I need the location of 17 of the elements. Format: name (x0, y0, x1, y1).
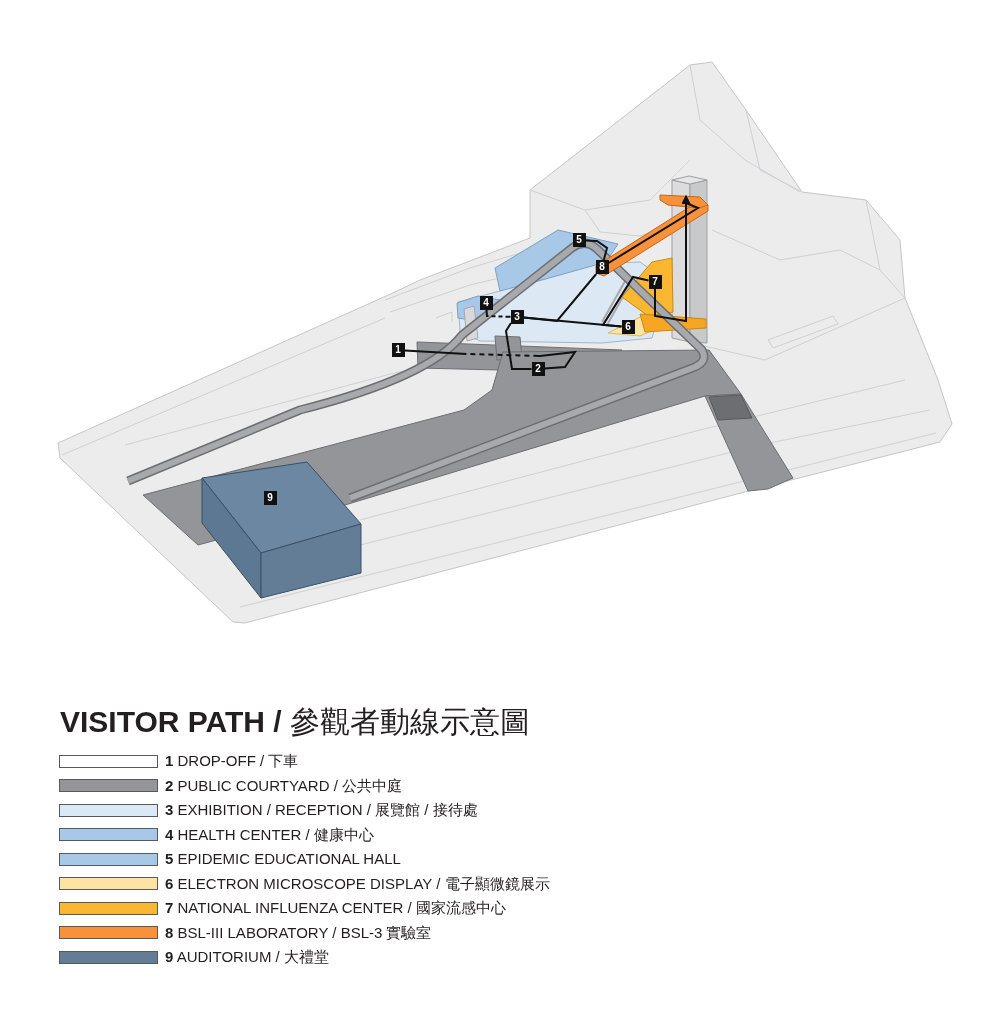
route-line (485, 309, 512, 318)
legend-label: 1 DROP-OFF / 下車 (165, 752, 299, 770)
route-line (522, 273, 598, 323)
route-line (607, 195, 701, 264)
diagram-title: VISITOR PATH / 參觀者動線示意圖 (60, 704, 531, 740)
legend-label: 7 NATIONAL INFLUENZA CENTER / 國家流感中心 (165, 899, 506, 917)
legend-label: 5 EPIDEMIC EDUCATIONAL HALL (165, 850, 401, 868)
route-line (504, 322, 533, 370)
legend-label: 3 EXHIBITION / RECEPTION / 展覽館 / 接待處 (165, 801, 478, 819)
route-line (601, 275, 650, 328)
legend-label: 4 HEALTH CENTER / 健康中心 (165, 825, 374, 844)
legend-label: 8 BSL-III LABORATORY / BSL-3 實驗室 (165, 923, 432, 942)
route-line (403, 349, 578, 370)
legend-label: 6 ELECTRON MICROSCOPE DISPLAY / 電子顯微鏡展示 (165, 874, 550, 893)
legend-label: 9 AUDITORIUM / 大禮堂 (165, 948, 329, 966)
legend-label: 2 PUBLIC COURTYARD / 公共中庭 (165, 776, 402, 795)
route-line (584, 239, 609, 261)
